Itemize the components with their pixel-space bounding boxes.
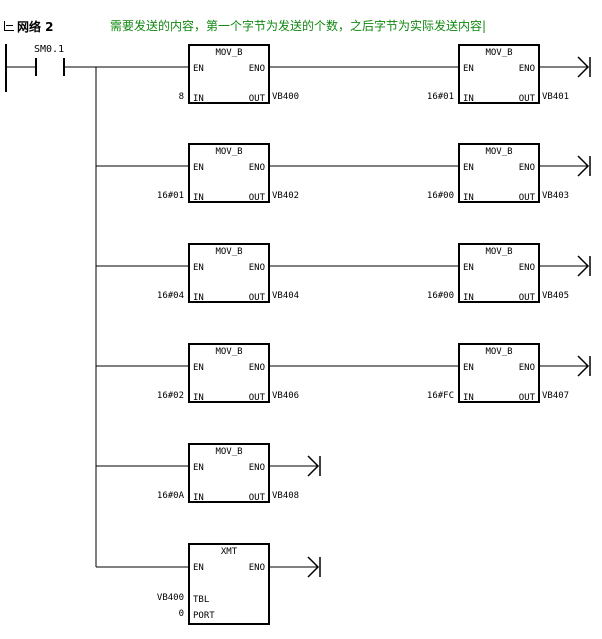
pin-eno: ENO	[518, 163, 535, 173]
pin-en: EN	[193, 563, 204, 573]
pin-eno: ENO	[248, 263, 265, 273]
contact-label: SM0.1	[34, 44, 65, 55]
block-title: MOV_B	[215, 247, 243, 257]
pin-eno: ENO	[248, 163, 265, 173]
pin-en: EN	[463, 163, 474, 173]
pin-out: OUT	[518, 293, 535, 303]
pin-out: OUT	[248, 193, 265, 203]
pin-in: IN	[463, 193, 474, 203]
pin-eno: ENO	[248, 563, 265, 573]
port-operand[interactable]: 0	[178, 609, 184, 619]
in-operand[interactable]: 16#00	[426, 191, 454, 201]
network-header[interactable]: 网络 2	[4, 18, 54, 34]
pin-en: EN	[193, 263, 204, 273]
pin-in: IN	[193, 493, 204, 503]
mov-b-block[interactable]: MOV_B EN ENO IN OUT	[458, 143, 540, 203]
pin-en: EN	[193, 363, 204, 373]
pin-en: EN	[193, 163, 204, 173]
network-comment[interactable]: 需要发送的内容，第一个字节为发送的个数，之后字节为实际发送内容|	[110, 19, 487, 33]
block-title: MOV_B	[215, 147, 243, 157]
mov-b-block[interactable]: MOV_B EN ENO IN OUT	[188, 243, 270, 303]
pin-out: OUT	[518, 393, 535, 403]
pin-in: IN	[463, 293, 474, 303]
out-operand[interactable]: VB405	[542, 291, 570, 301]
pin-out: OUT	[248, 393, 265, 403]
mov-b-block[interactable]: MOV_B EN ENO IN OUT	[458, 44, 540, 104]
block-title: MOV_B	[485, 347, 513, 357]
pin-eno: ENO	[518, 263, 535, 273]
tbl-operand[interactable]: VB400	[156, 593, 184, 603]
pin-out: OUT	[248, 493, 265, 503]
in-operand[interactable]: 8	[178, 92, 184, 102]
block-title: MOV_B	[485, 48, 513, 58]
in-operand[interactable]: 16#01	[426, 92, 454, 102]
block-title: MOV_B	[485, 247, 513, 257]
out-operand[interactable]: VB408	[272, 491, 300, 501]
pin-out: OUT	[518, 94, 535, 104]
pin-in: IN	[463, 393, 474, 403]
collapse-icon[interactable]	[4, 21, 14, 31]
mov-b-block[interactable]: MOV_B EN ENO IN OUT	[458, 343, 540, 403]
in-operand[interactable]: 16#01	[156, 191, 184, 201]
pin-in: IN	[193, 393, 204, 403]
in-operand[interactable]: 16#00	[426, 291, 454, 301]
pin-eno: ENO	[248, 463, 265, 473]
pin-in: IN	[193, 293, 204, 303]
in-operand[interactable]: 16#FC	[426, 391, 454, 401]
in-operand[interactable]: 16#04	[156, 291, 184, 301]
pin-out: OUT	[248, 94, 265, 104]
block-title: MOV_B	[215, 347, 243, 357]
mov-b-block[interactable]: MOV_B EN ENO IN OUT	[188, 343, 270, 403]
pin-port: PORT	[193, 611, 215, 621]
pin-tbl: TBL	[193, 595, 210, 605]
pin-en: EN	[463, 263, 474, 273]
pin-eno: ENO	[248, 363, 265, 373]
in-operand[interactable]: 16#0A	[156, 491, 184, 501]
block-title: XMT	[220, 547, 238, 557]
pin-en: EN	[463, 363, 474, 373]
pin-out: OUT	[248, 293, 265, 303]
mov-b-block[interactable]: MOV_B EN ENO IN OUT	[188, 143, 270, 203]
pin-in: IN	[463, 94, 474, 104]
block-title: MOV_B	[215, 48, 243, 58]
out-operand[interactable]: VB400	[272, 92, 300, 102]
pin-eno: ENO	[248, 64, 265, 74]
out-operand[interactable]: VB406	[272, 391, 300, 401]
block-title: MOV_B	[485, 147, 513, 157]
mov-b-block[interactable]: MOV_B EN ENO IN OUT	[188, 443, 270, 503]
pin-eno: ENO	[518, 363, 535, 373]
network-label: 网络 2	[17, 19, 54, 34]
out-operand[interactable]: VB407	[542, 391, 570, 401]
out-operand[interactable]: VB404	[272, 291, 300, 301]
out-operand[interactable]: VB403	[542, 191, 570, 201]
pin-in: IN	[193, 193, 204, 203]
pin-in: IN	[193, 94, 204, 104]
pin-out: OUT	[518, 193, 535, 203]
mov-b-block[interactable]: MOV_B EN ENO IN OUT	[188, 44, 270, 104]
pin-en: EN	[193, 463, 204, 473]
xmt-block[interactable]: XMT EN ENO TBL PORT	[188, 543, 270, 625]
mov-b-block[interactable]: MOV_B EN ENO IN OUT	[458, 243, 540, 303]
in-operand[interactable]: 16#02	[156, 391, 184, 401]
out-operand[interactable]: VB402	[272, 191, 300, 201]
pin-en: EN	[193, 64, 204, 74]
out-operand[interactable]: VB401	[542, 92, 570, 102]
pin-en: EN	[463, 64, 474, 74]
pin-eno: ENO	[518, 64, 535, 74]
block-title: MOV_B	[215, 447, 243, 457]
